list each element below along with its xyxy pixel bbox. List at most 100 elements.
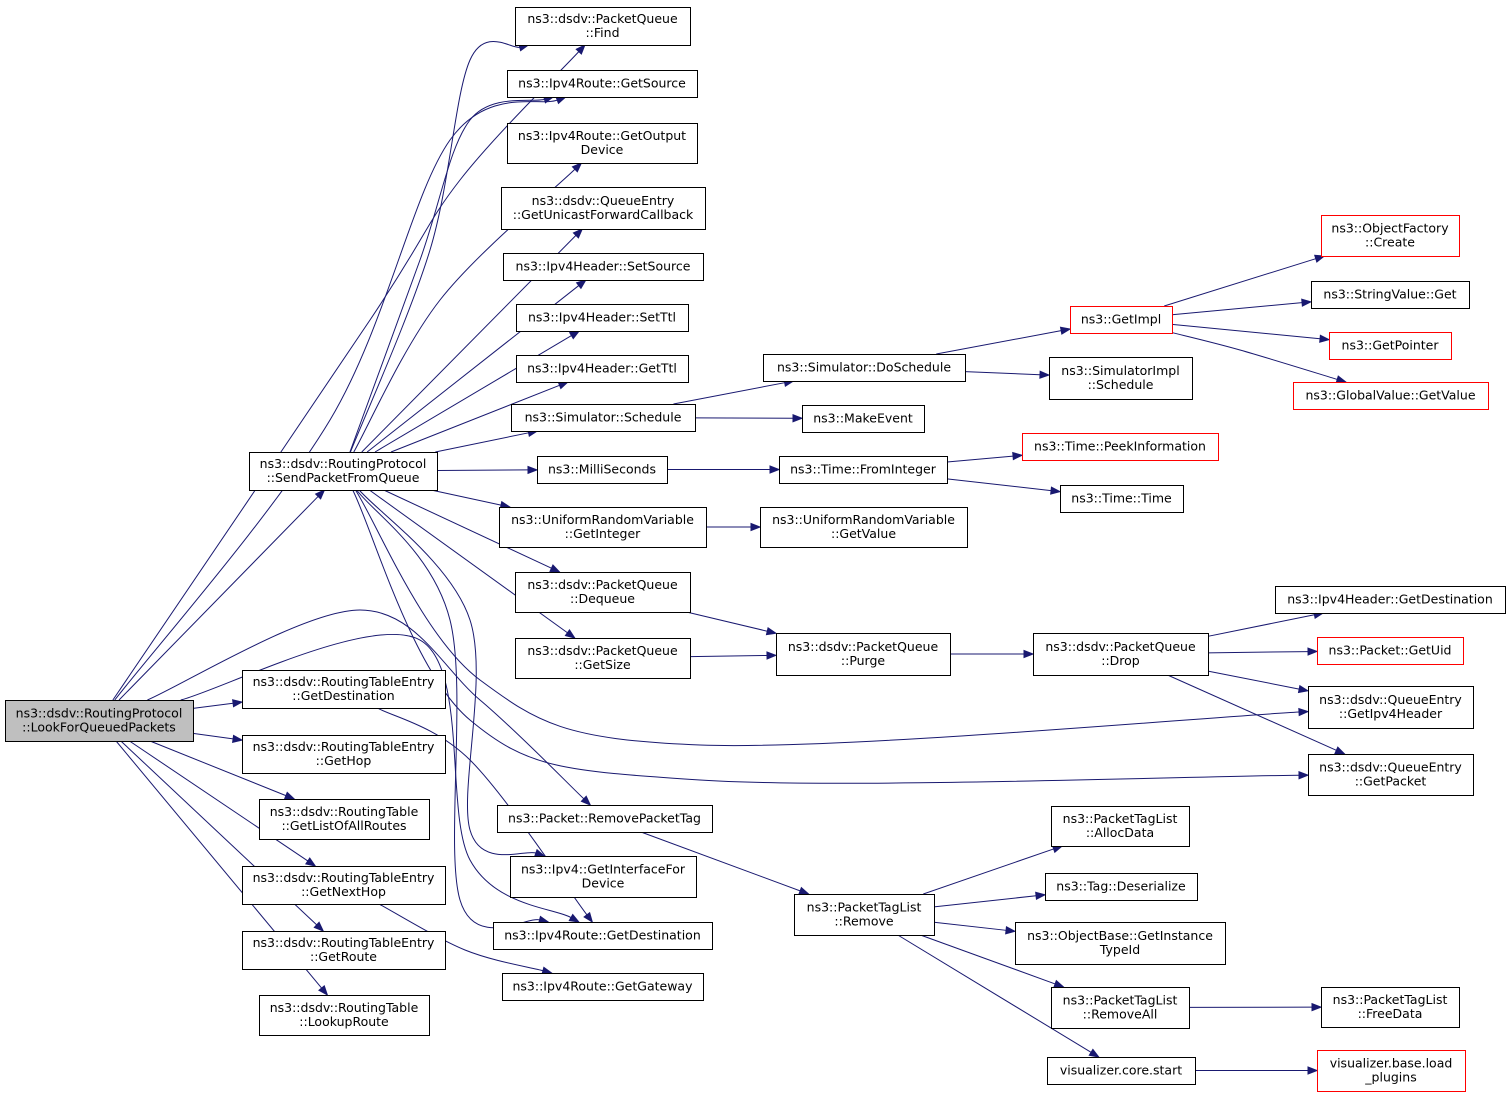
node-label-line: ::GetInteger: [565, 526, 642, 541]
node-time-peek[interactable]: ns3::Time::PeekInformation: [1022, 433, 1219, 461]
call-edge-sendpkt-to-ipv4route_getdest: [356, 489, 550, 929]
node-label-line: ns3::dsdv::PacketQueue: [1045, 639, 1196, 654]
node-box: [802, 405, 925, 433]
node-box: [5, 700, 194, 742]
node-pq-drop[interactable]: ns3::dsdv::PacketQueue::Drop: [1033, 633, 1209, 676]
node-label-line: ::GetUnicastForwardCallback: [513, 207, 694, 222]
node-viz-core-start[interactable]: visualizer.core.start: [1047, 1057, 1196, 1085]
node-ptl-allocdata[interactable]: ns3::PacketTagList::AllocData: [1051, 806, 1190, 847]
node-ptl-freedata[interactable]: ns3::PacketTagList::FreeData: [1321, 987, 1460, 1028]
node-ptl-remove[interactable]: ns3::PacketTagList::Remove: [794, 894, 935, 936]
node-ipv4hdr-getttl[interactable]: ns3::Ipv4Header::GetTtl: [516, 355, 689, 383]
arrowhead-icon: [798, 886, 810, 895]
node-label-line: ns3::dsdv::RoutingTableEntry: [253, 674, 435, 689]
node-ipv4route-getdest[interactable]: ns3::Ipv4Route::GetDestination: [493, 922, 713, 950]
arrowhead-icon: [1301, 298, 1313, 307]
node-qe-getipv4hdr[interactable]: ns3::dsdv::QueueEntry::GetIpv4Header: [1308, 686, 1474, 729]
call-edge-pq_drop-to-qe_getipv4hdr: [1207, 670, 1310, 694]
node-getimpl[interactable]: ns3::GetImpl: [1070, 306, 1173, 334]
node-ipv4route-getsource[interactable]: ns3::Ipv4Route::GetSource: [507, 70, 698, 98]
node-pq-getsize[interactable]: ns3::dsdv::PacketQueue::GetSize: [515, 638, 691, 679]
node-label-line: ns3::Time::Time: [1071, 491, 1172, 506]
node-box: [516, 355, 689, 383]
call-edge-sendpkt-to-pq_dequeue: [383, 489, 561, 573]
node-rte-getdest[interactable]: ns3::dsdv::RoutingTableEntry::GetDestina…: [242, 670, 446, 709]
node-tag-deserialize[interactable]: ns3::Tag::Deserialize: [1045, 873, 1198, 901]
node-rte-getnexthop[interactable]: ns3::dsdv::RoutingTableEntry::GetNextHop: [242, 866, 446, 905]
node-qe-getpacket[interactable]: ns3::dsdv::QueueEntry::GetPacket: [1308, 754, 1474, 796]
node-time-time[interactable]: ns3::Time::Time: [1060, 485, 1184, 513]
node-ipv4hdr-setsource[interactable]: ns3::Ipv4Header::SetSource: [503, 253, 704, 281]
call-edge-sendpkt-to-pq_find: [350, 40, 530, 453]
node-rt-lookup[interactable]: ns3::dsdv::RoutingTable::LookupRoute: [259, 995, 430, 1036]
call-edge-pq_drop-to-ipv4hdr_getdest: [1207, 610, 1325, 637]
arrowhead-icon: [313, 921, 325, 932]
node-label-line: ns3::ObjectBase::GetInstance: [1027, 928, 1213, 943]
node-label-line: ::GetPacket: [1355, 774, 1427, 789]
node-rt-getlist[interactable]: ns3::dsdv::RoutingTable::GetListOfAllRou…: [259, 799, 430, 840]
node-rte-gethop[interactable]: ns3::dsdv::RoutingTableEntry::GetHop: [242, 735, 446, 774]
node-ptl-removeall[interactable]: ns3::PacketTagList::RemoveAll: [1051, 987, 1190, 1029]
node-ipv4route-getgw[interactable]: ns3::Ipv4Route::GetGateway: [502, 973, 704, 1001]
node-label-line: ::GetRoute: [310, 949, 377, 964]
arrowhead-icon: [1307, 647, 1319, 656]
node-label-line: ::GetNextHop: [301, 884, 386, 899]
node-label-line: ::Purge: [841, 653, 886, 668]
edge-line: [118, 496, 319, 701]
node-box: [249, 452, 438, 491]
node-ipv4hdr-getdest[interactable]: ns3::Ipv4Header::GetDestination: [1275, 586, 1506, 614]
node-viz-base-load[interactable]: visualizer.base.load_plugins: [1317, 1050, 1466, 1092]
node-makeevent[interactable]: ns3::MakeEvent: [802, 405, 925, 433]
node-label-line: ns3::PacketTagList: [1333, 992, 1448, 1007]
arrowhead-icon: [527, 465, 539, 475]
node-root[interactable]: ns3::dsdv::RoutingProtocol::LookForQueue…: [5, 700, 194, 742]
node-label-line: ns3::MakeEvent: [813, 411, 913, 426]
node-label-line: ::FreeData: [1358, 1006, 1423, 1021]
node-pq-purge[interactable]: ns3::dsdv::PacketQueue::Purge: [776, 633, 951, 676]
node-sim-doschedule[interactable]: ns3::Simulator::DoSchedule: [763, 354, 966, 382]
edge-line: [390, 384, 560, 453]
node-label-line: ns3::GlobalValue::GetValue: [1305, 388, 1475, 403]
arrowhead-icon: [568, 913, 581, 923]
node-globalvalue-getvalue[interactable]: ns3::GlobalValue::GetValue: [1293, 382, 1489, 410]
node-box: [493, 922, 713, 950]
node-label-line: ns3::UniformRandomVariable: [511, 512, 694, 527]
node-milliseconds[interactable]: ns3::MilliSeconds: [537, 456, 668, 484]
node-simimpl-schedule[interactable]: ns3::SimulatorImpl::Schedule: [1049, 357, 1193, 400]
node-packet-getuid[interactable]: ns3::Packet::GetUid: [1317, 637, 1464, 665]
edge-line: [1167, 674, 1337, 751]
node-getpointer[interactable]: ns3::GetPointer: [1329, 332, 1452, 360]
arrowhead-icon: [1012, 451, 1024, 461]
node-time-fromint[interactable]: ns3::Time::FromInteger: [779, 456, 948, 484]
node-label-line: ns3::Packet::GetUid: [1329, 643, 1452, 658]
node-pq-find[interactable]: ns3::dsdv::PacketQueue::Find: [515, 7, 691, 46]
node-rte-getroute[interactable]: ns3::dsdv::RoutingTableEntry::GetRoute: [242, 931, 446, 970]
node-sim-schedule[interactable]: ns3::Simulator::Schedule: [511, 404, 696, 432]
edge-line: [964, 371, 1041, 376]
node-label-line: ns3::Ipv4::GetInterfaceFor: [521, 862, 686, 877]
edge-line: [435, 432, 529, 453]
call-edge-sim_doschedule-to-getimpl: [936, 326, 1072, 355]
node-label-line: ns3::dsdv::RoutingTableEntry: [253, 739, 435, 754]
node-sendpkt[interactable]: ns3::dsdv::RoutingProtocol::SendPacketFr…: [249, 452, 438, 491]
node-objfactory-create[interactable]: ns3::ObjectFactory::Create: [1321, 215, 1460, 257]
edge-line: [897, 934, 1092, 1053]
node-ipv4hdr-setttl[interactable]: ns3::Ipv4Header::SetTtl: [516, 304, 689, 332]
node-box: [242, 670, 446, 709]
node-pq-dequeue[interactable]: ns3::dsdv::PacketQueue::Dequeue: [515, 572, 691, 613]
node-qe-getucb[interactable]: ns3::dsdv::QueueEntry::GetUnicastForward…: [501, 187, 706, 230]
node-box: [1321, 987, 1460, 1028]
node-urv-getint[interactable]: ns3::UniformRandomVariable::GetInteger: [499, 507, 707, 548]
call-edge-sendpkt-to-qe_getipv4hdr: [355, 489, 1310, 747]
edge-line: [1171, 302, 1303, 316]
node-pkt-removetag[interactable]: ns3::Packet::RemovePacketTag: [497, 805, 713, 833]
node-label-line: ns3::Ipv4Route::GetSource: [518, 76, 686, 91]
arrowhead-icon: [575, 279, 587, 290]
node-urv-getvalue[interactable]: ns3::UniformRandomVariable::GetValue: [760, 507, 968, 548]
node-stringvalue-get[interactable]: ns3::StringValue::Get: [1311, 281, 1470, 309]
call-edge-pq_drop-to-packet_getuid: [1207, 647, 1319, 656]
call-edge-sendpkt-to-ipv4hdr_setttl: [374, 330, 581, 453]
